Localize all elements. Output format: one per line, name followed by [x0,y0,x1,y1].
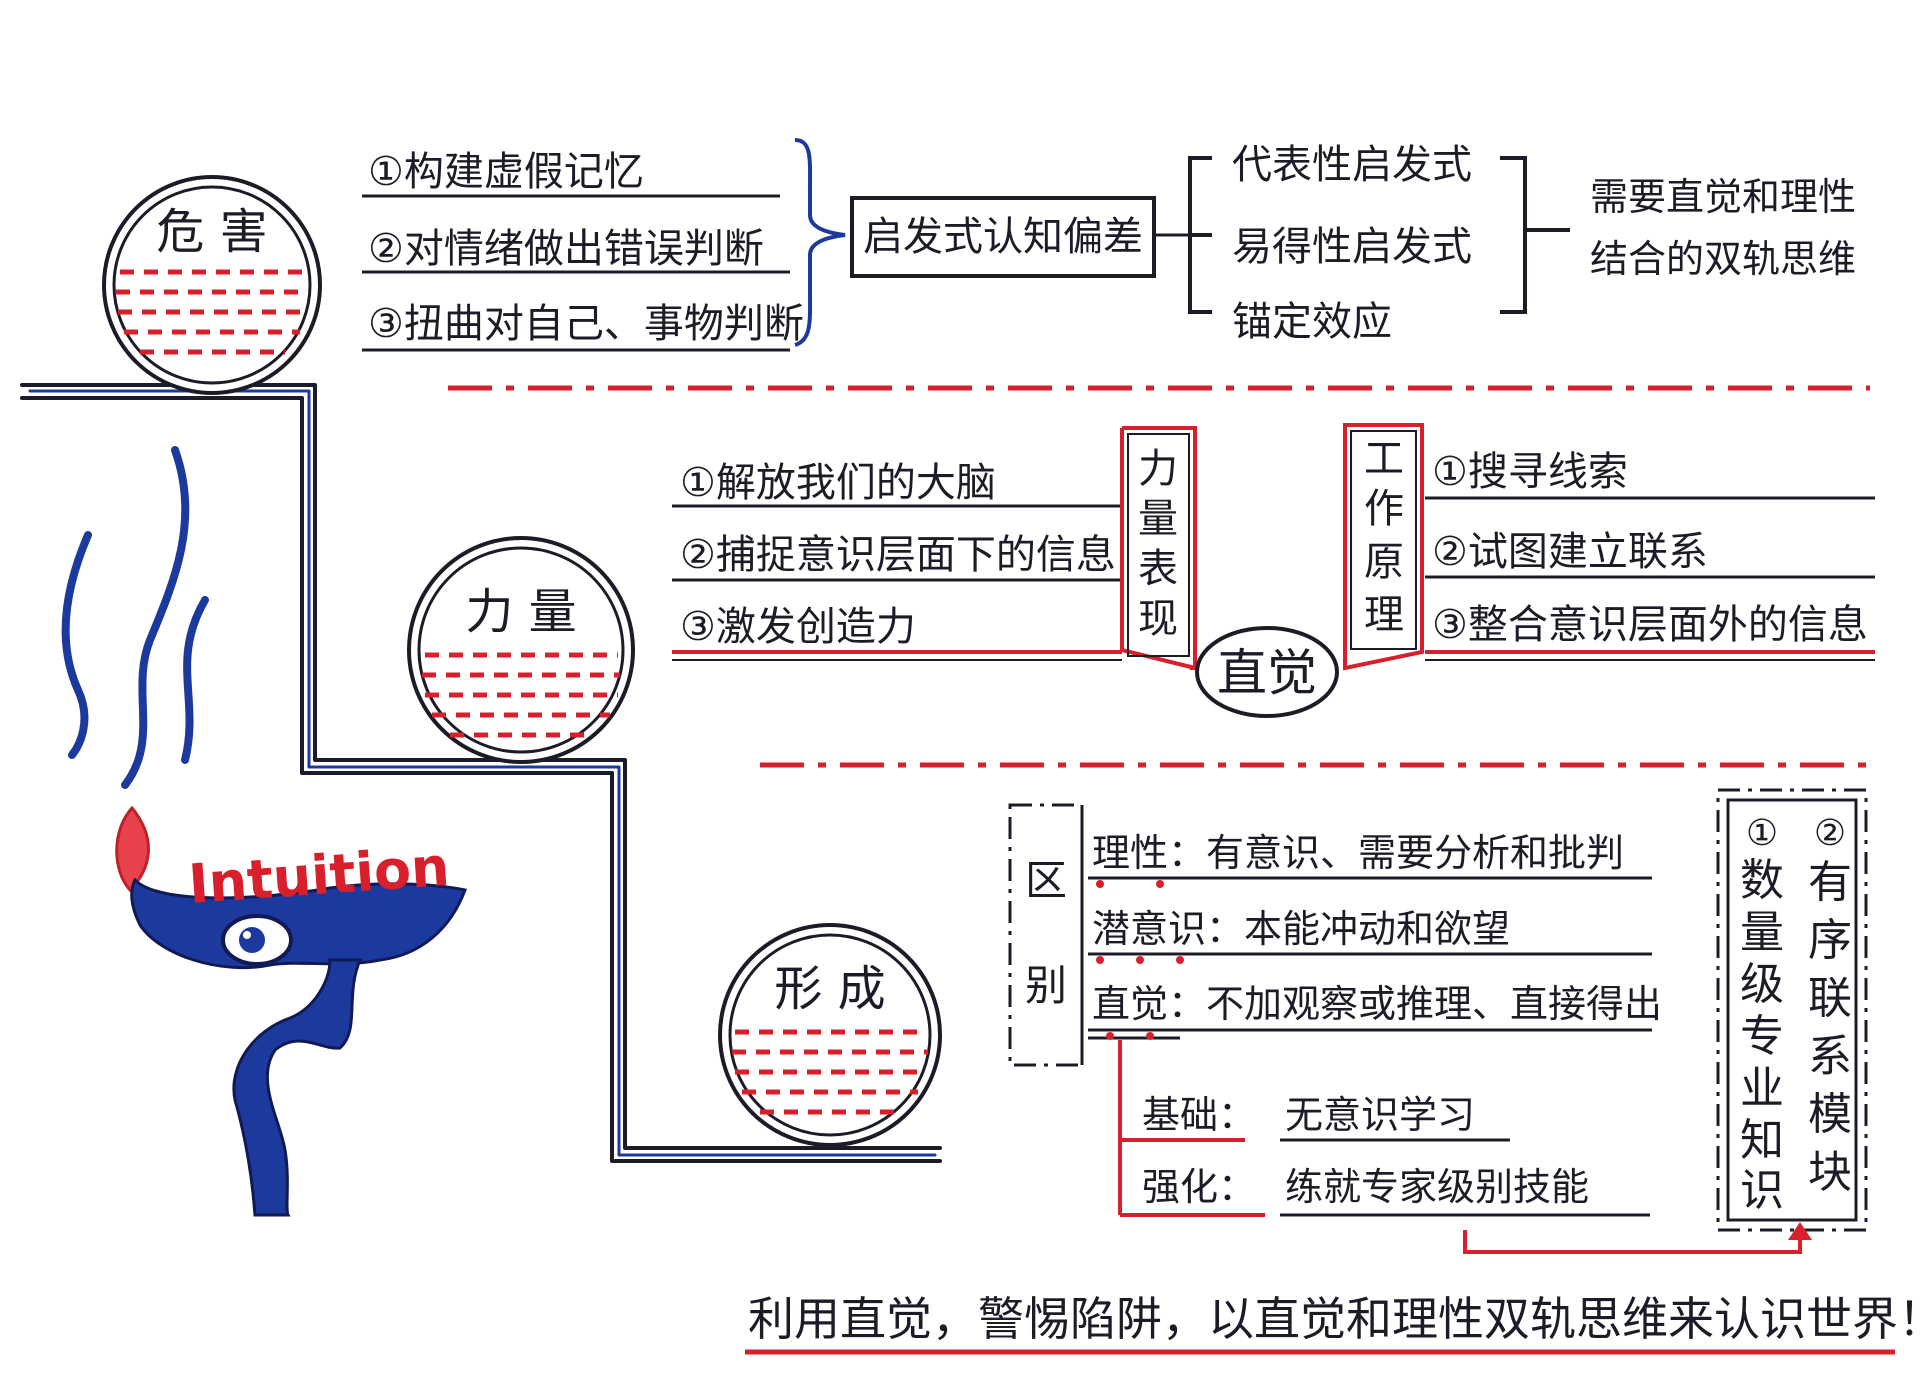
circle-power: 力 量 [407,536,635,764]
magic-lamp-icon [130,877,468,1217]
harm-brace [794,138,846,347]
power-left-label-1: 力 [1138,446,1178,492]
harm-item-3: ③扭曲对自己、事物判断 [368,301,804,347]
harm-item-2: ②对情绪做出错误判断 [368,226,764,272]
knowledge-col-1: ① 数 量 级 专 业 知 识 [1740,813,1784,1216]
knowledge-col2-char: 序 [1808,915,1852,966]
intuition-center-ellipse [1195,626,1339,718]
knowledge-col1-char: 量 [1740,907,1784,958]
knowledge-col-2: ② 有 序 联 系 模 块 [1808,813,1852,1198]
knowledge-box-outer [1716,788,1868,1232]
knowledge-col2-char: ② [1814,813,1846,854]
power-left-label-2: 量 [1138,496,1178,542]
power-left-label-3: 表 [1138,546,1178,592]
diff-item-3: 直觉：不加观察或推理、直接得出 [1092,982,1662,1026]
branch-bracket [1188,156,1212,314]
knowledge-col1-char: 专 [1740,1011,1784,1062]
diff-label-1: 区 [1025,856,1067,905]
circle-harm: 危 害 [102,175,322,395]
knowledge-col2-char: 有 [1808,857,1852,908]
harm-items: ①构建虚假记忆 ②对情绪做出错误判断 ③扭曲对自己、事物判断 [362,149,804,352]
diff-label-2: 别 [1025,961,1067,1010]
conclusion-line-1: 需要直觉和理性 [1590,175,1856,219]
smoke-icon [61,446,209,789]
liquid-harm [116,269,308,355]
power-right-label-3: 原 [1364,539,1404,585]
circle-power-label: 力 量 [465,584,576,640]
power-left-item-2: ②捕捉意识层面下的信息 [680,532,1116,578]
knowledge-col1-char: 识 [1740,1165,1784,1216]
eye-icon [221,914,293,966]
heuristic-box [850,196,1156,278]
knowledge-box-inner [1726,798,1858,1222]
power-right-label-1: 工 [1364,436,1404,482]
footer-slogan: 利用直觉，警惕陷阱，以直觉和理性双轨思维来认识世界！ [748,1292,1920,1346]
power-left-item-1: ①解放我们的大脑 [680,460,996,506]
diff-item-1: 理性：有意识、需要分析和批判 [1092,831,1624,875]
circle-formation: 形 成 [718,923,942,1147]
power-right-items: ①搜寻线索 ②试图建立联系 ③整合意识层面外的信息 [1425,449,1875,661]
circle-harm-label: 危 害 [156,204,267,260]
knowledge-col1-char: 级 [1740,959,1784,1010]
power-left-item-3: ③激发创造力 [680,604,916,650]
intuition-center-label: 直觉 [1217,644,1317,702]
power-right-label-4: 理 [1364,592,1404,638]
diff-label-box [1008,803,1084,1067]
knowledge-col2-char: 块 [1808,1147,1852,1198]
knowledge-col1-char: 知 [1740,1115,1784,1166]
conclusion-bracket [1500,156,1570,314]
heuristic-box-label: 启发式认知偏差 [863,214,1143,260]
emphasis-dots [1096,880,1184,1040]
power-right-item-2: ②试图建立联系 [1432,529,1708,575]
basis-label: 基础： [1142,1093,1256,1137]
strengthen-label: 强化： [1142,1165,1256,1209]
power-left-items: ①解放我们的大脑 ②捕捉意识层面下的信息 ③激发创造力 [672,460,1122,661]
diff-items: 理性：有意识、需要分析和批判 潜意识：本能冲动和欲望 直觉：不加观察或推理、直接… [1088,831,1662,1040]
power-right-item-1: ①搜寻线索 [1432,449,1628,495]
strengthen-value: 练就专家级别技能 [1285,1165,1589,1209]
knowledge-col2-char: 系 [1808,1031,1852,1082]
harm-item-1: ①构建虚假记忆 [368,149,644,195]
basis-value: 无意识学习 [1285,1093,1475,1137]
flame-icon [115,805,150,893]
diff-item-2: 潜意识：本能冲动和欲望 [1092,907,1510,951]
arrow-up-icon [1463,1230,1802,1254]
conclusion-line-2: 结合的双轨思维 [1590,237,1856,281]
branch-2: 易得性启发式 [1232,224,1472,270]
knowledge-col2-char: 模 [1808,1089,1852,1140]
circle-formation-label: 形 成 [774,961,885,1017]
power-right-item-3: ③整合意识层面外的信息 [1432,602,1868,648]
knowledge-col1-char: 业 [1740,1063,1784,1114]
knowledge-col1-char: 数 [1740,855,1784,906]
liquid-formation [732,1029,928,1115]
power-right-label-2: 作 [1364,486,1404,532]
power-right-tab [1343,423,1424,671]
branch-1: 代表性启发式 [1232,142,1472,188]
branch-3: 锚定效应 [1232,299,1392,345]
staircase-path-icon [20,383,942,1163]
power-left-label-4: 现 [1138,596,1178,642]
liquid-power [422,652,620,738]
knowledge-col2-char: 联 [1808,973,1852,1024]
knowledge-col1-char: ① [1746,813,1778,854]
arrow-head-icon [1788,1222,1812,1240]
